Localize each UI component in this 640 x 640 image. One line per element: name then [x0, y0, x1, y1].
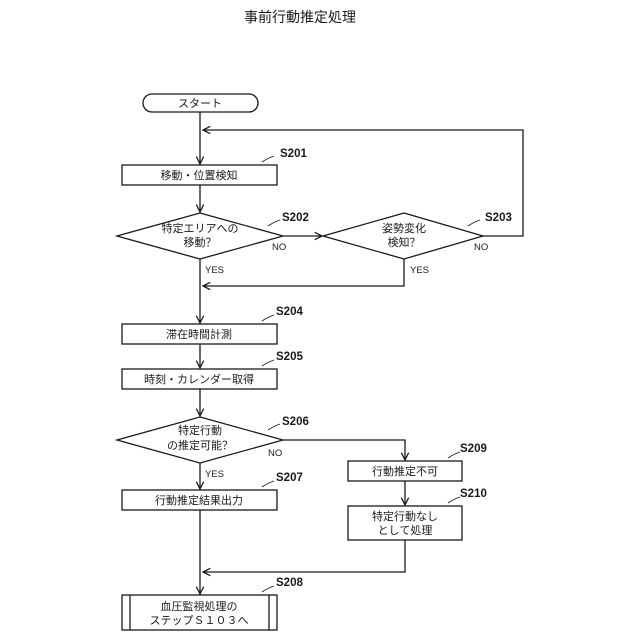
s202-leader — [268, 220, 280, 226]
s208-id: S208 — [276, 577, 303, 589]
decision-s203: 姿勢変化 検知？ S203 NO YES — [323, 212, 512, 276]
s209-leader — [448, 452, 460, 458]
s207-label: 行動推定結果出力 — [155, 493, 243, 507]
decision-s206: 特定行動 の推定可能？ S206 NO YES — [117, 416, 309, 480]
connector-s206-no-s209 — [283, 440, 405, 460]
s204-id: S204 — [276, 306, 303, 318]
s206-leader — [268, 424, 280, 430]
s207-id: S207 — [276, 472, 303, 484]
s202-line2: 移動？ — [184, 235, 217, 249]
s203-line1: 姿勢変化 — [382, 221, 426, 235]
s201-id: S201 — [280, 148, 307, 160]
s206-line2: の推定可能？ — [167, 438, 233, 452]
step-s205: 時刻・カレンダー取得 S205 — [122, 351, 303, 389]
s207-leader — [262, 481, 274, 487]
s203-leader — [468, 220, 480, 226]
step-s210: 特定行動なし として処理 S210 — [348, 488, 487, 540]
s201-label: 移動・位置検知 — [161, 168, 238, 182]
step-s204: 滞在時間計測 S204 — [122, 306, 303, 344]
s206-line1: 特定行動 — [178, 423, 222, 437]
s209-id: S209 — [460, 443, 487, 455]
step-s208: 血圧監視処理の ステップＳ１０３へ S208 — [122, 577, 303, 630]
s210-line2: として処理 — [378, 524, 433, 537]
s202-line1: 特定エリアへの — [162, 221, 239, 235]
s208-line2: ステップＳ１０３へ — [150, 614, 249, 627]
s210-line1: 特定行動なし — [372, 509, 438, 523]
s203-yes-label: YES — [410, 265, 429, 276]
step-s201: 移動・位置検知 S201 — [122, 148, 307, 185]
s201-leader — [262, 156, 274, 162]
step-s209: 行動推定不可 S209 — [348, 443, 487, 481]
s209-label: 行動推定不可 — [372, 464, 438, 478]
s208-leader — [262, 586, 274, 592]
s202-no-label: NO — [272, 242, 286, 253]
s204-label: 滞在時間計測 — [166, 327, 232, 341]
s204-leader — [262, 315, 274, 321]
s205-label: 時刻・カレンダー取得 — [144, 372, 254, 386]
s203-id: S203 — [485, 212, 512, 224]
connector-s210-merge — [203, 540, 405, 572]
s202-yes-label: YES — [205, 265, 224, 276]
s205-leader — [262, 360, 274, 366]
connector-s203-yes-merge — [203, 259, 404, 286]
s206-id: S206 — [282, 416, 309, 428]
s210-leader — [448, 497, 460, 503]
s206-no-label: NO — [268, 448, 282, 459]
s208-line1: 血圧監視処理の — [161, 599, 238, 613]
s205-id: S205 — [276, 351, 303, 363]
page-title: 事前行動推定処理 — [244, 9, 356, 26]
s210-id: S210 — [460, 488, 487, 500]
start-terminal: スタート — [143, 94, 258, 112]
decision-s202: 特定エリアへの 移動？ S202 NO YES — [117, 212, 309, 276]
s202-id: S202 — [282, 212, 309, 224]
start-label: スタート — [178, 97, 222, 110]
s203-no-label: NO — [474, 242, 488, 253]
s203-line2: 検知？ — [388, 235, 421, 249]
s206-yes-label: YES — [205, 469, 224, 480]
